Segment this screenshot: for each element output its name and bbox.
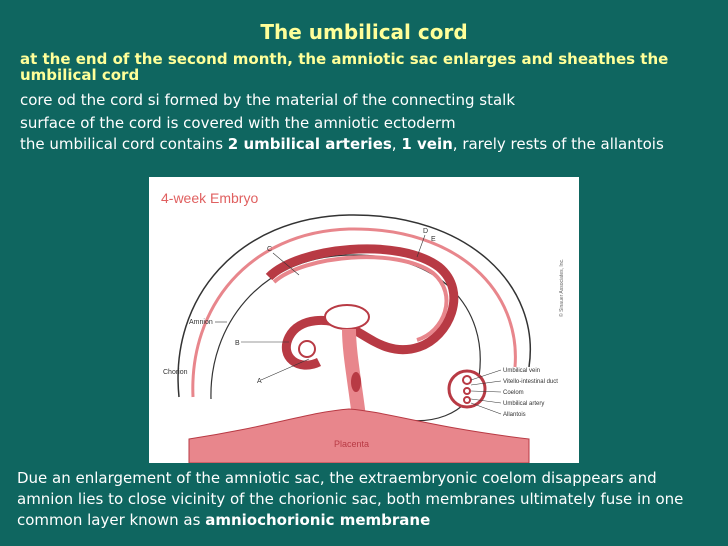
legend-vitello-intestinal-duct: Vitello-intestinal duct	[503, 379, 558, 385]
leader-line	[470, 398, 502, 404]
bullet-text: , rarely rests of the allantois	[452, 135, 664, 153]
yolk-sac	[324, 304, 370, 330]
leader-line	[470, 380, 502, 386]
leader-line	[416, 234, 426, 258]
figure-heading: 4-week Embryo	[161, 190, 258, 206]
footer-paragraph: Due an enlargement of the amniotic sac, …	[17, 468, 717, 531]
heart-bulge	[298, 340, 316, 358]
bullet-cord-core: core od the cord si formed by the materi…	[20, 91, 516, 109]
bullet-amniotic-sac: at the end of the second month, the amni…	[20, 50, 669, 84]
label-b: B	[235, 340, 240, 347]
leader-line	[470, 390, 502, 393]
footer-bold-term: amniochorionic membrane	[205, 511, 431, 529]
placenta-label: Placenta	[334, 439, 369, 449]
label-d: D	[423, 228, 428, 235]
connecting-stalk	[342, 328, 366, 418]
label-chorion: Chorion	[163, 369, 188, 376]
leader-line	[470, 369, 502, 381]
leader-line	[260, 358, 310, 381]
leader-line	[470, 402, 502, 415]
cross-section-coelom	[463, 387, 471, 395]
bullet-bold-arteries: 2 umbilical arteries	[227, 135, 392, 153]
embryo-body-inner	[272, 255, 449, 342]
legend-umbilical-vein: Umbilical vein	[503, 368, 540, 374]
chorion-outline	[177, 214, 531, 398]
label-e: E	[431, 236, 436, 243]
bullet-bold-vein: 1 vein	[401, 135, 453, 153]
label-amnion: Amnion	[189, 319, 213, 326]
cross-section-artery	[463, 396, 471, 404]
chorion-inner	[191, 227, 517, 398]
page-title: The umbilical cord	[260, 20, 468, 44]
label-c: C	[267, 246, 272, 253]
embryo-diagram: 4-week Embryo Placenta Umbilical vein	[161, 190, 565, 463]
bullet-text: ,	[391, 135, 402, 153]
embryo-figure: 4-week Embryo Placenta Umbilical vein	[149, 177, 579, 463]
legend-allantois: Allantois	[503, 412, 526, 418]
footer-text: Due an enlargement of the amniotic sac, …	[17, 469, 684, 529]
bullet-text: the umbilical cord contains	[20, 135, 228, 153]
legend-coelom: Coelom	[503, 390, 524, 396]
placenta-base	[188, 408, 530, 463]
label-a: A	[257, 378, 262, 385]
bullet-cord-contents: the umbilical cord contains 2 umbilical …	[20, 136, 700, 152]
embryo-body	[265, 244, 459, 370]
allantois-blob	[351, 372, 361, 392]
legend-umbilical-artery: Umbilical artery	[503, 401, 544, 407]
copyright-note: © Sinauer Associates, Inc.	[558, 259, 565, 317]
bullet-cord-surface: surface of the cord is covered with the …	[20, 114, 456, 132]
leader-line	[272, 252, 300, 276]
